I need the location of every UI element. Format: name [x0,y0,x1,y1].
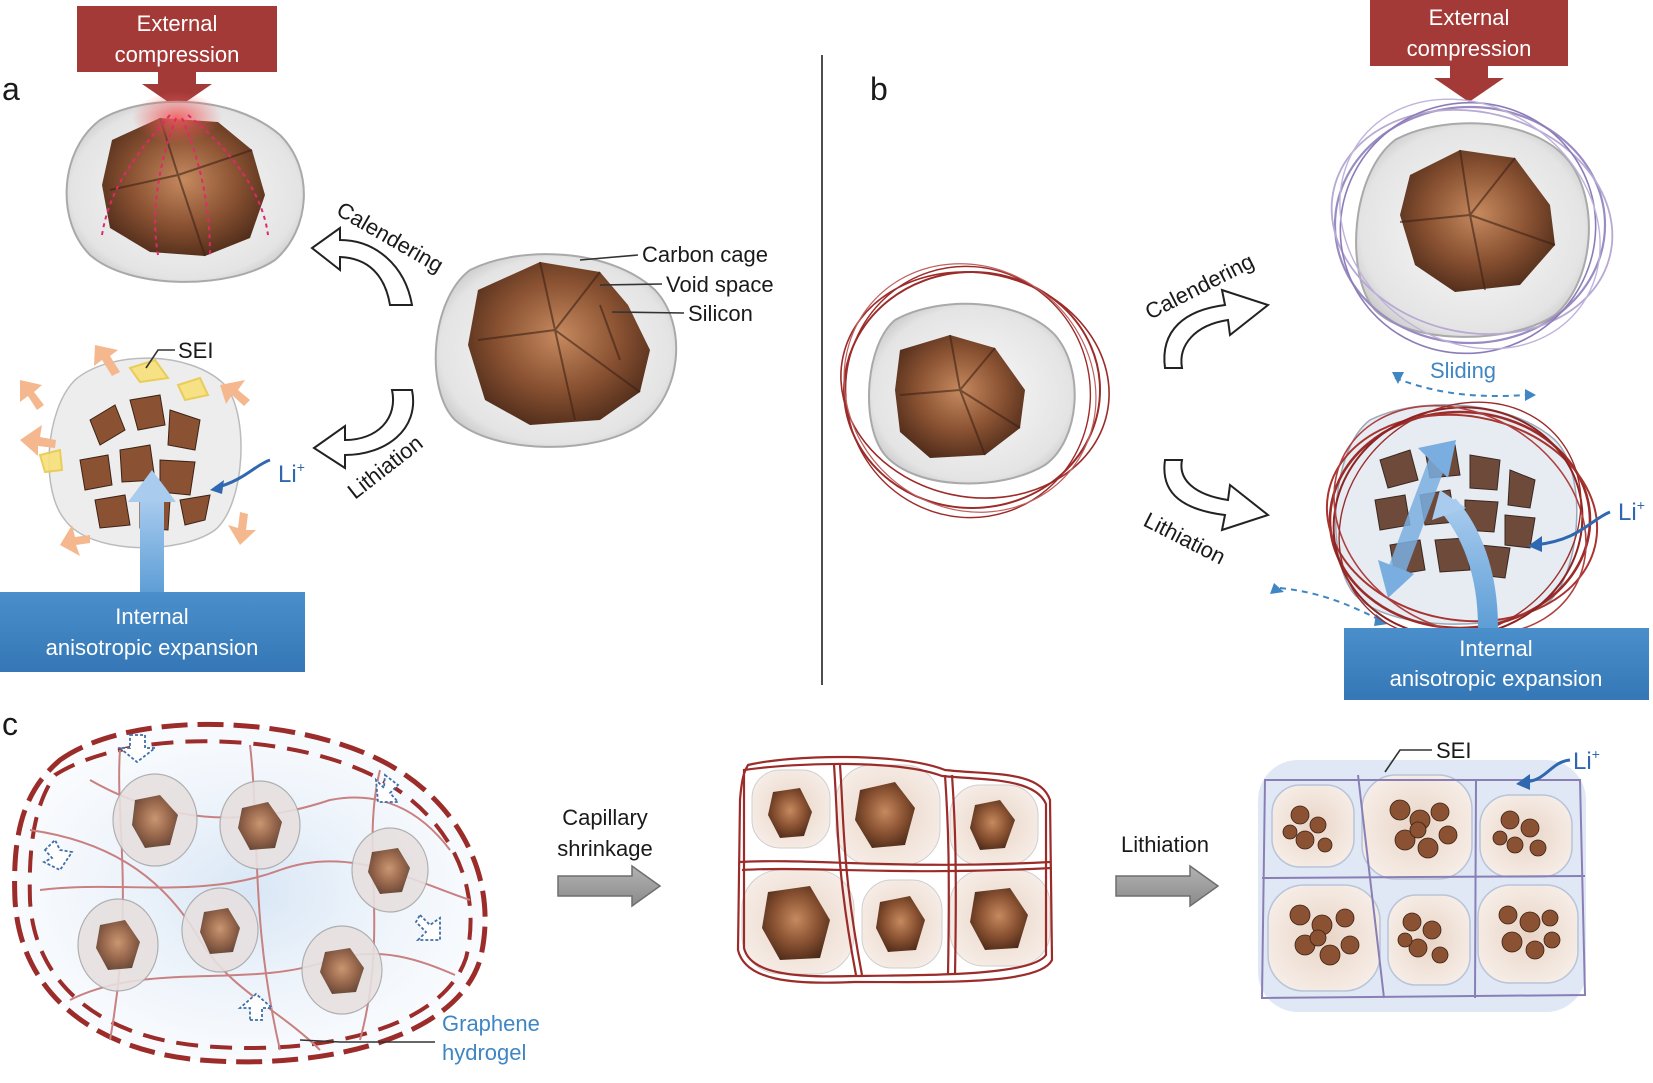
li-arrow-icon [1534,510,1611,547]
expansion-box-a [0,592,305,672]
wrapped-particle-b [840,263,1110,519]
down-arrow-icon [1434,66,1504,102]
label-silicon: Silicon [688,301,753,326]
label-li-b: Li+ [1618,497,1645,526]
compression-line-2-b: compression [1407,36,1532,61]
lithiation-arrow-c: Lithiation [1115,832,1220,908]
curved-arrow-icon [310,226,414,306]
expansion-callout-b: Internal anisotropic expansion [1344,628,1649,700]
lithiation-arrow-b: Lithiation [1140,459,1271,569]
compression-line-1: External [137,11,218,36]
panel-letter-b: b [870,71,888,107]
label-graphene-2: hydrogel [442,1040,526,1065]
label-capillary-2: shrinkage [557,836,652,861]
shrunk-network [736,755,1054,984]
sliding-indicator: Sliding [1270,358,1536,626]
panel-letter-a: a [2,71,20,107]
label-sliding: Sliding [1430,358,1496,383]
compression-box-b [1370,0,1568,66]
compression-box [77,6,277,72]
lithiated-wrapped-particle-b: Li+ [1325,401,1645,639]
panel-a: a External compression Calendering [0,6,774,672]
panel-c: c [2,706,1600,1065]
panel-b: b Calendering Lithiation External compre… [840,0,1649,700]
calendering-arrow-a: Calendering [310,197,448,306]
fractured-particle-a: SEI Li+ [20,338,305,556]
label-void-space: Void space [666,272,774,297]
expansion-line-2-b: anisotropic expansion [1390,666,1603,691]
label-sei-a: SEI [178,338,213,363]
graphene-hydrogel: Graphene hydrogel [12,721,540,1065]
compression-callout-b: External compression [1370,0,1568,102]
right-arrow-icon [1115,864,1220,908]
down-arrow-icon [142,72,212,108]
compressed-particle-a [65,92,305,283]
compressed-wrapped-particle-b [1330,98,1614,355]
curved-arrow-icon [1163,288,1271,369]
label-lithiation-c: Lithiation [1121,832,1209,857]
compression-callout-a: External compression [77,6,277,108]
panel-letter-c: c [2,706,18,742]
label-capillary-1: Capillary [562,805,648,830]
label-li-a: Li+ [278,459,305,488]
label-carbon-cage: Carbon cage [642,242,768,267]
label-li-c: Li+ [1573,746,1600,775]
expansion-line-1-b: Internal [1459,636,1532,661]
compression-line-1-b: External [1429,5,1510,30]
expansion-box-b [1344,628,1649,700]
li-arrow-icon [1524,758,1571,784]
capillary-arrow: Capillary shrinkage [557,805,662,908]
label-graphene-1: Graphene [442,1011,540,1036]
expansion-line-2-a: anisotropic expansion [46,635,259,660]
expansion-line-1-a: Internal [115,604,188,629]
compression-line-2: compression [115,42,240,67]
label-sei-c: SEI [1436,738,1471,763]
calendering-arrow-b: Calendering [1141,248,1271,369]
lithiation-label-b: Lithiation [1140,507,1230,569]
right-arrow-icon [557,864,662,908]
curved-arrow-icon [312,389,415,470]
lithiation-arrow-a: Lithiation [312,389,427,504]
main-particle: Carbon cage Void space Silicon [434,242,774,448]
curved-arrow-icon [1163,459,1271,532]
expansion-callout-a: Internal anisotropic expansion [0,470,305,672]
lithiated-network: SEI Li+ [1258,738,1600,1012]
